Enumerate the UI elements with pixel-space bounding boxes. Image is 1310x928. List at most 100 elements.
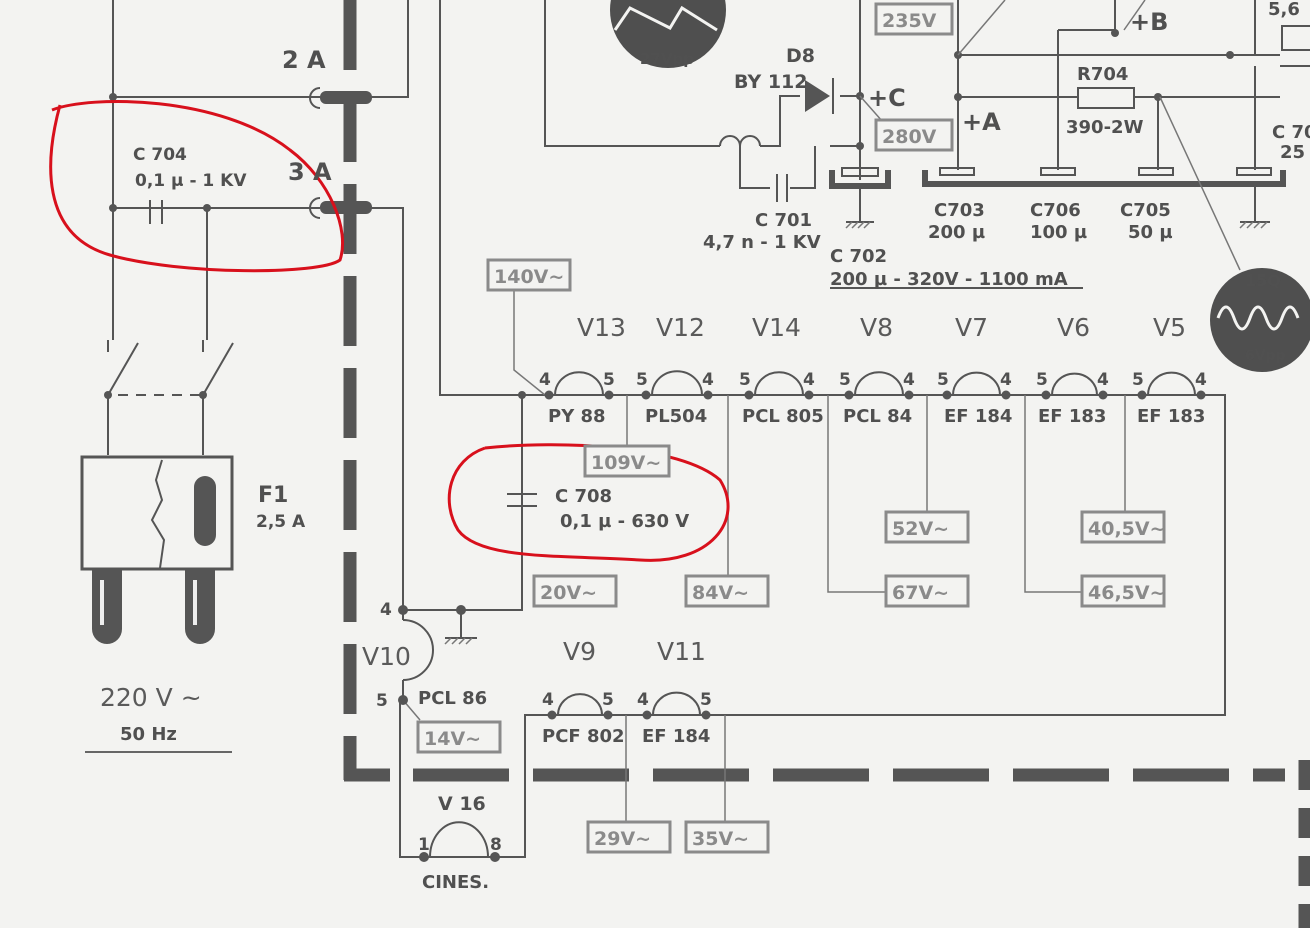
fuse-name: F1 bbox=[258, 483, 288, 508]
tube-pin-b: 4 bbox=[803, 370, 815, 390]
fuse-rating: 2,5 A bbox=[256, 512, 306, 532]
tube-type: EF 184 bbox=[944, 406, 1012, 427]
tube-pin-dot bbox=[641, 390, 651, 400]
tube-pin-b: 5 bbox=[602, 690, 614, 710]
tube-pin-a: 4 bbox=[637, 690, 649, 710]
tube-pin-dot bbox=[804, 390, 814, 400]
voltage-label: 29V~ bbox=[594, 828, 651, 850]
connector-2a-label: 2 A bbox=[282, 46, 326, 74]
c702-value: 200 µ - 320V - 1100 mA bbox=[830, 269, 1068, 290]
voltage-box-v67: 67V~ bbox=[884, 574, 970, 608]
c702-name: C 702 bbox=[830, 246, 887, 267]
diode-type: BY 112 bbox=[734, 71, 807, 93]
tube-pin-dot bbox=[744, 390, 754, 400]
tube-heater-arc bbox=[651, 370, 703, 396]
tube-pin-a: 5 bbox=[937, 370, 949, 390]
diode-name: D8 bbox=[786, 45, 815, 67]
voltage-label: 46,5V~ bbox=[1088, 582, 1166, 604]
tube-pin-dot bbox=[1137, 390, 1147, 400]
rail-a: +A bbox=[962, 108, 1001, 136]
tube-pin-a: 1 bbox=[418, 835, 430, 855]
voltage-label: 280V bbox=[882, 126, 937, 148]
tube-pin-dot bbox=[604, 390, 614, 400]
tube-pin-b: 4 bbox=[1000, 370, 1012, 390]
tube-pin-b: 4 bbox=[903, 370, 915, 390]
tube-ref: V8 bbox=[860, 313, 893, 342]
tube-pin-dot bbox=[844, 390, 854, 400]
voltage-label: 14V~ bbox=[424, 728, 481, 750]
tube-type: EF 184 bbox=[642, 726, 710, 747]
tube-type: PCL 86 bbox=[418, 688, 487, 709]
voltage-box-v29: 29V~ bbox=[586, 820, 672, 854]
voltage-label: 109V~ bbox=[591, 452, 661, 474]
c703-name: C703 bbox=[934, 200, 985, 221]
rail-b: +B bbox=[1130, 8, 1168, 36]
tube-pin-dot bbox=[1098, 390, 1108, 400]
tube-ref: V13 bbox=[577, 313, 626, 342]
c70x-name: C 70 bbox=[1272, 122, 1310, 143]
tube-heater-arc bbox=[557, 693, 603, 716]
tube-pin-dot bbox=[603, 710, 613, 720]
scope-15q bbox=[1210, 268, 1310, 372]
tube-pin-dot bbox=[942, 390, 952, 400]
tube-heater-arc bbox=[854, 371, 904, 396]
r704-name: R704 bbox=[1077, 64, 1128, 85]
tube-type: EF 183 bbox=[1038, 406, 1106, 427]
voltage-box-v40: 40,5V~ bbox=[1080, 510, 1166, 544]
tube-pin-a: 5 bbox=[1036, 370, 1048, 390]
tube-pin-b: 5 bbox=[700, 690, 712, 710]
mains-voltage: 220 V ~ bbox=[100, 683, 202, 712]
tube-heater-arc bbox=[754, 371, 804, 396]
tube-type: EF 183 bbox=[1137, 406, 1205, 427]
tube-pin-dot bbox=[544, 390, 554, 400]
voltage-box-v52: 52V~ bbox=[884, 510, 970, 544]
tube-pin-a: 5 bbox=[636, 370, 648, 390]
tube-pin-a: 5 bbox=[1132, 370, 1144, 390]
tube-pin-b: 5 bbox=[603, 370, 615, 390]
connector-3a-label: 3 A bbox=[288, 158, 332, 186]
scope-27vpp bbox=[610, 0, 726, 68]
tube-pin-a: 4 bbox=[539, 370, 551, 390]
tube-ref: V14 bbox=[752, 313, 801, 342]
tube-ref: V10 bbox=[362, 642, 411, 671]
voltage-label: 67V~ bbox=[892, 582, 949, 604]
c701-value: 4,7 n - 1 KV bbox=[703, 232, 821, 253]
heater-chain bbox=[398, 0, 1226, 862]
tube-pin-dot bbox=[642, 710, 652, 720]
tube-pin-dot bbox=[547, 710, 557, 720]
tube-pin-b: 8 bbox=[490, 835, 502, 855]
c704-name: C 704 bbox=[133, 145, 187, 165]
tube-type: PCL 84 bbox=[843, 406, 912, 427]
tube-type: PCF 802 bbox=[542, 726, 625, 747]
tube-ref: V12 bbox=[656, 313, 705, 342]
tube-ref: V 16 bbox=[438, 793, 486, 815]
voltage-box-v84: 84V~ bbox=[684, 574, 770, 608]
tube-pin-a: 5 bbox=[739, 370, 751, 390]
voltage-box-v140: 140V~ bbox=[486, 258, 572, 292]
mains-switch bbox=[104, 340, 234, 455]
tube-type: CINES. bbox=[422, 872, 489, 893]
voltage-label: 84V~ bbox=[692, 582, 749, 604]
voltage-label: 52V~ bbox=[892, 518, 949, 540]
scope-15q-label: 15Q bbox=[1245, 271, 1281, 290]
chassis-bus bbox=[343, 0, 1310, 928]
tube-heater-arc bbox=[652, 691, 701, 716]
tube-type: PCL 805 bbox=[742, 406, 824, 427]
voltage-label: 140V~ bbox=[494, 266, 564, 288]
tube-heater-arc bbox=[1051, 372, 1098, 396]
fuse-plug bbox=[80, 455, 234, 644]
tube-type: PL504 bbox=[645, 406, 707, 427]
voltage-box-v14: 14V~ bbox=[416, 720, 502, 754]
c706-name: C706 bbox=[1030, 200, 1081, 221]
tube-heater-arc bbox=[554, 371, 604, 396]
tube-pin-dot bbox=[904, 390, 914, 400]
tube-heater-arc bbox=[1147, 371, 1196, 396]
c708-name: C 708 bbox=[555, 486, 612, 507]
voltage-box-v280: 280V bbox=[874, 118, 954, 152]
c708-value: 0,1 µ - 630 V bbox=[560, 511, 689, 532]
voltage-box-v35: 35V~ bbox=[684, 820, 770, 854]
c70x-value: 25 bbox=[1280, 142, 1305, 163]
c706-value: 100 µ bbox=[1030, 222, 1087, 243]
